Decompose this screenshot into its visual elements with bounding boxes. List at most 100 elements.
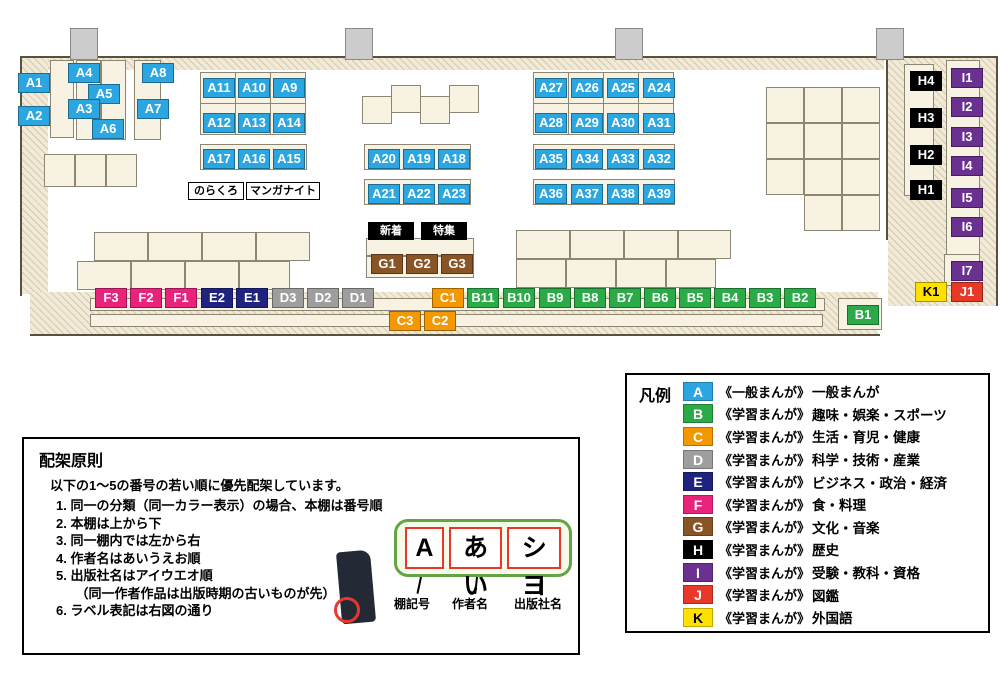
shelf-label-a28: A28: [535, 113, 567, 133]
shelf-label-a18: A18: [438, 149, 470, 169]
shelf-block: [842, 159, 880, 195]
pillar: [345, 28, 373, 60]
shelf-label-b6: B6: [644, 288, 676, 308]
shelf-block: [566, 259, 616, 288]
shelf-label-a21: A21: [368, 184, 400, 204]
norakuro-label: のらくろ: [188, 182, 244, 200]
shelf-label-a3: A3: [68, 99, 100, 119]
legend-item-i: I《学習まんが》受験・教科・資格: [683, 561, 947, 584]
shelf-label-a2: A2: [18, 106, 50, 126]
legend-color-box: I: [683, 562, 713, 582]
shelf-label-b1: B1: [847, 305, 879, 325]
shelf-block: [616, 259, 666, 288]
legend-item-f: F《学習まんが》食・料理: [683, 493, 947, 516]
shelf-label-b2: B2: [784, 288, 816, 308]
shelf-label-a37: A37: [571, 184, 603, 204]
shelf-label-b11: B11: [467, 288, 499, 308]
shelf-label-a36: A36: [535, 184, 567, 204]
legend-item-e: E《学習まんが》ビジネス・政治・経済: [683, 470, 947, 493]
shelf-label-g1: G1: [371, 254, 403, 274]
shelf-label-a34: A34: [571, 149, 603, 169]
shelf-label-b3: B3: [749, 288, 781, 308]
shelf-block: [75, 154, 106, 187]
wall: [886, 56, 888, 240]
principles-title: 配架原則: [39, 453, 104, 470]
legend-title: 凡例: [639, 388, 672, 405]
shelf-label-f3: F3: [95, 288, 127, 308]
label-position-circle-icon: [334, 597, 360, 623]
shelf-label-c1: C1: [432, 288, 464, 308]
shelf-block: [256, 232, 310, 261]
shelf-label-a9: A9: [273, 78, 305, 98]
legend-category-label: 一般まんが: [812, 385, 880, 401]
shelf-block: [766, 123, 804, 159]
legend-type-label: 《学習まんが》: [719, 429, 811, 445]
shelf-block: [420, 96, 450, 124]
shelf-label-a19: A19: [403, 149, 435, 169]
shelf-label-k1: K1: [915, 282, 947, 302]
shelf-block: [842, 195, 880, 231]
shelf-label-e1: E1: [236, 288, 268, 308]
legend-color-box: E: [683, 472, 713, 492]
shelf-label-g3: G3: [441, 254, 473, 274]
shelf-label-c3: C3: [389, 311, 421, 331]
legend-category-label: 図鑑: [812, 588, 840, 604]
label-caption: 棚記号: [394, 597, 431, 611]
shelf-label-b4: B4: [714, 288, 746, 308]
shelf-block: [90, 314, 823, 327]
hatched-floor-area: [22, 58, 48, 294]
shelf-block: [570, 230, 624, 259]
shelf-label-a33: A33: [607, 149, 639, 169]
shelf-label-f1: F1: [165, 288, 197, 308]
feature-label: 特集: [421, 222, 467, 240]
shelf-block: [678, 230, 731, 259]
legend-category-label: ビジネス・政治・経済: [812, 475, 948, 491]
legend-category-label: 受験・教科・資格: [812, 566, 921, 582]
shelf-label-a16: A16: [238, 149, 270, 169]
shelf-label-c2: C2: [424, 311, 456, 331]
pillar: [615, 28, 643, 60]
shelf-block: [449, 85, 479, 113]
shelf-block: [842, 123, 880, 159]
shelf-label-a12: A12: [203, 113, 235, 133]
shelf-label-i1: I1: [951, 68, 983, 88]
shelf-label-a20: A20: [368, 149, 400, 169]
legend-color-box: H: [683, 539, 713, 559]
shelf-label-a17: A17: [203, 149, 235, 169]
shelf-label-a30: A30: [607, 113, 639, 133]
label-segment: あい: [448, 527, 503, 600]
legend-item-h: H《学習まんが》歴史: [683, 538, 947, 561]
shelf-block: [131, 261, 185, 290]
legend-category-label: 科学・技術・産業: [812, 453, 921, 469]
shelf-label-i7: I7: [951, 261, 983, 281]
principle-rule: 2. 本棚は上から下: [56, 515, 162, 531]
shelf-label-e2: E2: [201, 288, 233, 308]
shelving-principles-panel: 配架原則 以下の1〜5の番号の若い順に優先配架しています。 1. 同一の分類（同…: [22, 437, 580, 655]
legend-category-label: 歴史: [812, 543, 840, 559]
shelf-label-b10: B10: [503, 288, 535, 308]
shelf-block: [842, 87, 880, 123]
principle-rule: 4. 作者名はあいうえお順: [56, 550, 201, 566]
manga-night-label: マンガナイト: [246, 182, 320, 200]
shelf-label-a31: A31: [643, 113, 675, 133]
shelf-label-a24: A24: [643, 78, 675, 98]
legend-color-box: J: [683, 585, 713, 605]
shelf-label-a23: A23: [438, 184, 470, 204]
wall: [30, 334, 880, 336]
legend-category-label: 外国語: [812, 611, 853, 627]
shelf-label-b5: B5: [679, 288, 711, 308]
shelf-label-d3: D3: [272, 288, 304, 308]
shelf-label-a27: A27: [535, 78, 567, 98]
shelf-block: [766, 87, 804, 123]
shelf-block: [516, 259, 566, 288]
principle-rule: 1. 同一の分類（同一カラー表示）の場合、本棚は番号順: [56, 498, 383, 513]
legend-color-box: B: [683, 404, 713, 424]
wall: [20, 56, 998, 58]
legend-category-label: 趣味・娯楽・スポーツ: [812, 407, 947, 423]
shelf-label-i5: I5: [951, 188, 983, 208]
shelf-label-b9: B9: [539, 288, 571, 308]
